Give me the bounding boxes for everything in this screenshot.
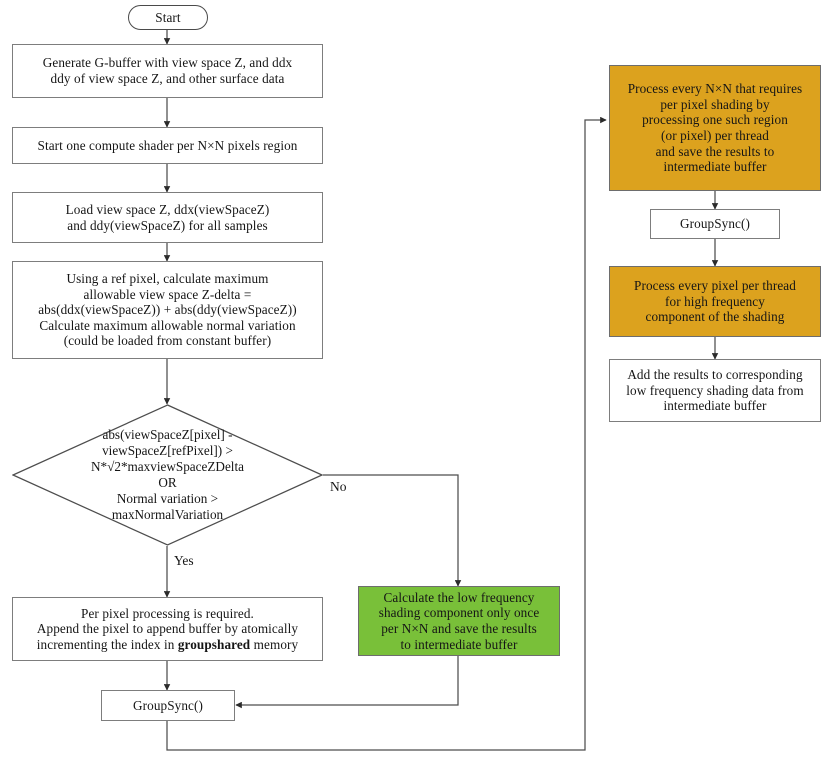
node-load-samples[interactable]: Load view space Z, ddx(viewSpaceZ) and d… <box>12 192 323 243</box>
node-add-results[interactable]: Add the results to corresponding low fre… <box>609 359 821 422</box>
node-generate-gbuffer[interactable]: Generate G-buffer with view space Z, and… <box>12 44 323 98</box>
node-process-every-nxn[interactable]: Process every N×N that requires per pixe… <box>609 65 821 191</box>
node-process-every-pixel[interactable]: Process every pixel per thread for high … <box>609 266 821 337</box>
node-per-pixel-append[interactable]: Per pixel processing is required. Append… <box>12 597 323 661</box>
edge-lowfreq-to-groupsync <box>235 656 459 709</box>
append-text-part1: Per pixel processing is required. Append… <box>36 605 299 652</box>
append-text-bold: groupshared <box>177 636 251 652</box>
node-start-compute-shader[interactable]: Start one compute shader per N×N pixels … <box>12 127 323 164</box>
append-text-part2: memory <box>250 636 299 652</box>
node-decision-per-pixel-needed[interactable]: abs(viewSpaceZ[pixel] - viewSpaceZ[refPi… <box>11 404 324 546</box>
edge-label-no: No <box>330 479 347 494</box>
decision-label: abs(viewSpaceZ[pixel] - viewSpaceZ[refPi… <box>91 427 244 522</box>
node-groupsync-right[interactable]: GroupSync() <box>650 209 780 239</box>
node-start[interactable]: Start <box>128 5 208 30</box>
node-calculate-max-delta[interactable]: Using a ref pixel, calculate maximum all… <box>12 261 323 359</box>
edge-label-yes: Yes <box>174 553 194 568</box>
per-pixel-append-text: Per pixel processing is required. Append… <box>37 606 298 653</box>
node-groupsync-left[interactable]: GroupSync() <box>101 690 235 721</box>
decision-diamond-shape <box>11 404 324 546</box>
node-low-frequency-shading[interactable]: Calculate the low frequency shading comp… <box>358 586 560 656</box>
